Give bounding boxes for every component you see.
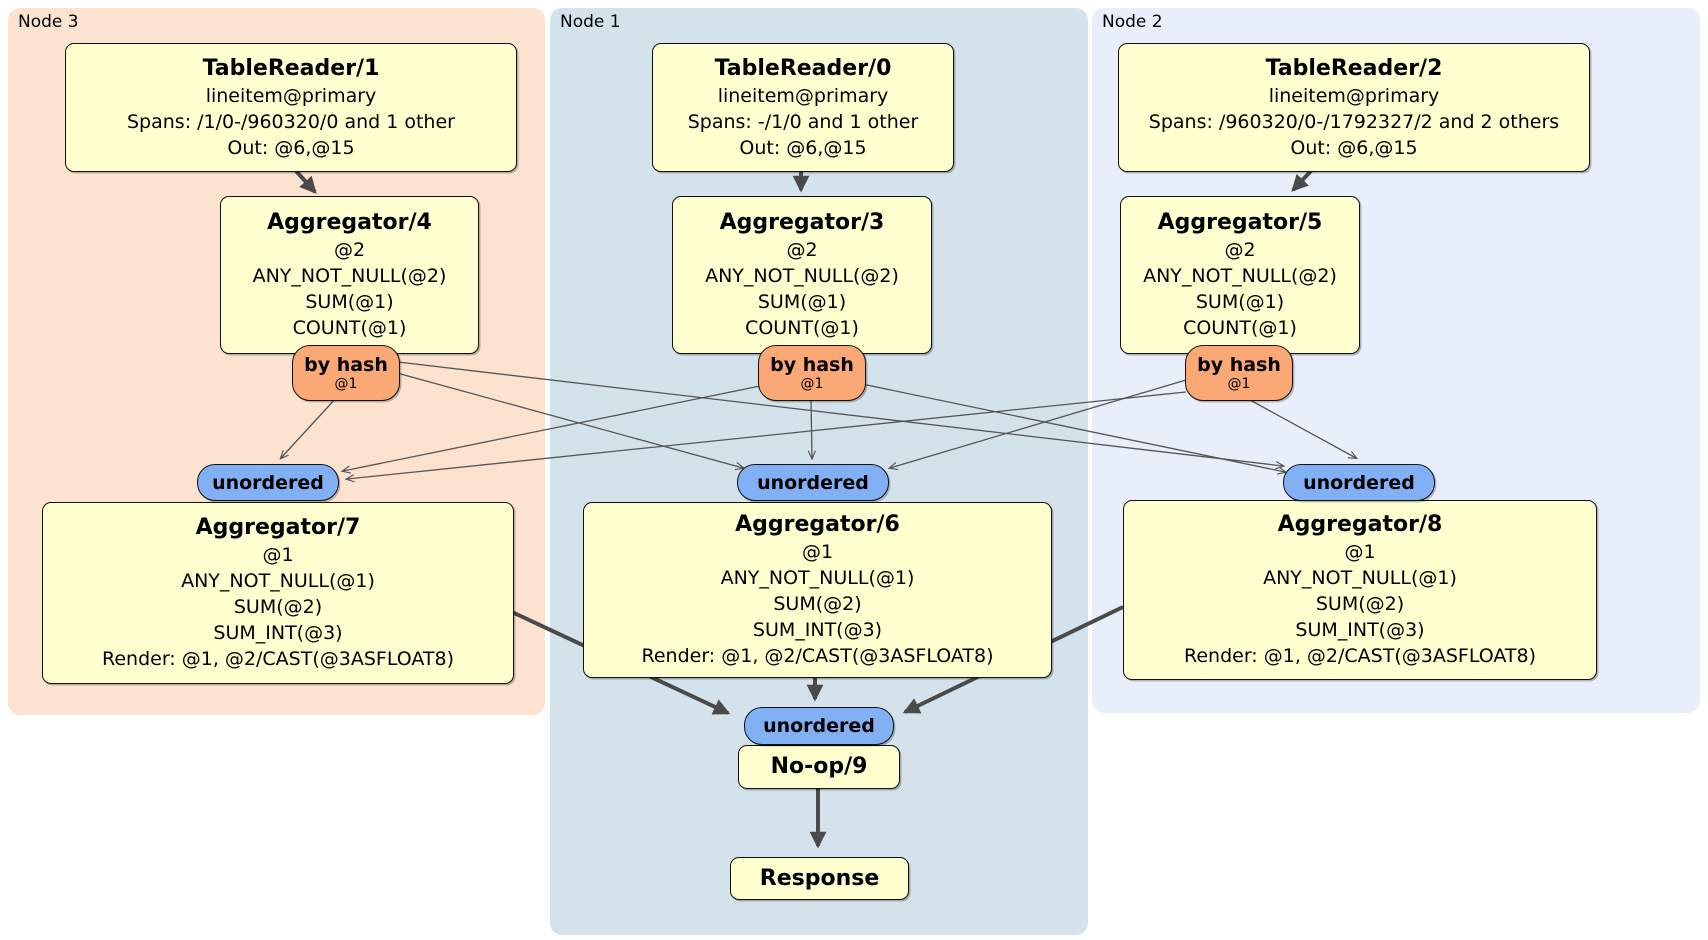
- box-line: Spans: /960320/0-/1792327/2 and 2 others: [1148, 110, 1560, 133]
- box-line: @1: [801, 541, 834, 563]
- box-title: Aggregator/8: [1277, 512, 1443, 537]
- router-label: by hash: [770, 354, 854, 376]
- box-line: SUM(@2): [773, 593, 862, 615]
- box-line: COUNT(@1): [292, 317, 407, 339]
- edge-router1-sync3: [343, 385, 761, 471]
- box-line: Out: @6,@15: [1290, 136, 1418, 159]
- router-label: by hash: [1197, 354, 1281, 376]
- table-reader-box: TableReader/2 lineitem@primary Spans: /9…: [1118, 43, 1590, 172]
- unordered-sync-pill: unordered: [1283, 464, 1435, 501]
- edge-router1-sync1: [811, 399, 812, 458]
- table-reader-box: TableReader/1 lineitem@primary Spans: /1…: [65, 43, 517, 172]
- box-line: COUNT(@1): [1183, 317, 1297, 339]
- box-line: ANY_NOT_NULL(@1): [1263, 567, 1457, 589]
- table-reader-box: TableReader/0 lineitem@primary Spans: -/…: [652, 43, 954, 172]
- box-title: TableReader/0: [714, 55, 892, 81]
- node1-label: Node 1: [560, 12, 621, 32]
- edge-router3-sync1: [396, 372, 743, 468]
- hash-router-pill: by hash @1: [758, 345, 866, 401]
- router-detail: @1: [334, 376, 358, 392]
- box-title: TableReader/2: [1265, 55, 1443, 81]
- box-line: SUM_INT(@3): [213, 622, 343, 644]
- box-line: SUM(@2): [1315, 593, 1405, 615]
- box-line: ANY_NOT_NULL(@2): [1143, 265, 1337, 287]
- box-line: lineitem@primary: [717, 84, 889, 107]
- box-line: Out: @6,@15: [227, 136, 355, 159]
- box-title: Aggregator/6: [735, 512, 900, 537]
- box-line: SUM(@1): [1195, 291, 1285, 313]
- edge-router2-sync3: [347, 391, 1187, 479]
- aggregator-box: Aggregator/7 @1 ANY_NOT_NULL(@1) SUM(@2)…: [42, 502, 514, 684]
- box-line: Spans: -/1/0 and 1 other: [687, 110, 919, 133]
- unordered-sync-pill: unordered: [197, 464, 339, 501]
- box-line: @1: [262, 544, 294, 566]
- unordered-sync-pill: unordered: [737, 464, 889, 501]
- edge-tablereader2-aggregator5: [1291, 169, 1313, 192]
- box-title: Aggregator/4: [267, 210, 432, 235]
- edge-router2-sync2: [1249, 399, 1356, 458]
- box-line: @2: [1224, 239, 1256, 261]
- aggregator-box: Aggregator/3 @2 ANY_NOT_NULL(@2) SUM(@1)…: [672, 196, 932, 354]
- aggregator-box: Aggregator/8 @1 ANY_NOT_NULL(@1) SUM(@2)…: [1123, 500, 1597, 680]
- box-line: SUM(@1): [757, 291, 847, 313]
- edge-router3-sync2: [397, 361, 1283, 466]
- box-line: Render: @1, @2/CAST(@3ASFLOAT8): [1184, 645, 1536, 667]
- edge-router2-sync1: [890, 379, 1187, 468]
- box-title: Aggregator/3: [719, 210, 885, 235]
- edge-router1-sync2: [861, 383, 1285, 472]
- box-line: @1: [1344, 541, 1376, 563]
- node3-label: Node 3: [18, 12, 79, 32]
- aggregator-box: Aggregator/5 @2 ANY_NOT_NULL(@2) SUM(@1)…: [1120, 196, 1360, 354]
- aggregator-box: Aggregator/4 @2 ANY_NOT_NULL(@2) SUM(@1)…: [220, 196, 479, 354]
- final-unordered-sync-pill: unordered: [744, 707, 894, 745]
- edge-router3-sync3: [281, 396, 338, 458]
- noop-box: No-op/9: [738, 745, 900, 789]
- edge-tablereader1-aggregator4: [294, 169, 317, 194]
- box-line: ANY_NOT_NULL(@2): [252, 265, 447, 287]
- box-line: SUM_INT(@3): [752, 619, 883, 641]
- box-line: SUM_INT(@3): [1295, 619, 1425, 641]
- hash-router-pill: by hash @1: [1185, 345, 1293, 401]
- box-title: No-op/9: [770, 754, 868, 779]
- node2-label: Node 2: [1102, 12, 1163, 32]
- box-line: ANY_NOT_NULL(@2): [705, 265, 899, 287]
- box-line: SUM(@1): [305, 291, 394, 313]
- box-line: SUM(@2): [233, 596, 323, 618]
- response-box: Response: [730, 857, 909, 900]
- box-line: lineitem@primary: [205, 84, 377, 107]
- box-title: Aggregator/5: [1157, 210, 1323, 235]
- box-line: lineitem@primary: [1268, 84, 1440, 107]
- box-line: Render: @1, @2/CAST(@3ASFLOAT8): [102, 648, 454, 670]
- box-line: ANY_NOT_NULL(@1): [181, 570, 375, 592]
- box-line: COUNT(@1): [745, 317, 859, 339]
- box-line: @2: [786, 239, 818, 261]
- hash-router-pill: by hash @1: [292, 345, 400, 401]
- box-line: Spans: /1/0-/960320/0 and 1 other: [127, 110, 455, 133]
- box-line: Out: @6,@15: [739, 136, 867, 159]
- router-detail: @1: [800, 376, 824, 392]
- router-label: by hash: [304, 354, 388, 376]
- router-detail: @1: [1227, 376, 1251, 392]
- box-line: ANY_NOT_NULL(@1): [720, 567, 915, 589]
- box-title: Response: [759, 865, 880, 891]
- box-title: TableReader/1: [202, 55, 380, 81]
- box-line: Render: @1, @2/CAST(@3ASFLOAT8): [641, 645, 994, 667]
- aggregator-box: Aggregator/6 @1 ANY_NOT_NULL(@1) SUM(@2)…: [583, 502, 1052, 678]
- box-line: @2: [333, 239, 366, 261]
- box-title: Aggregator/7: [195, 515, 361, 540]
